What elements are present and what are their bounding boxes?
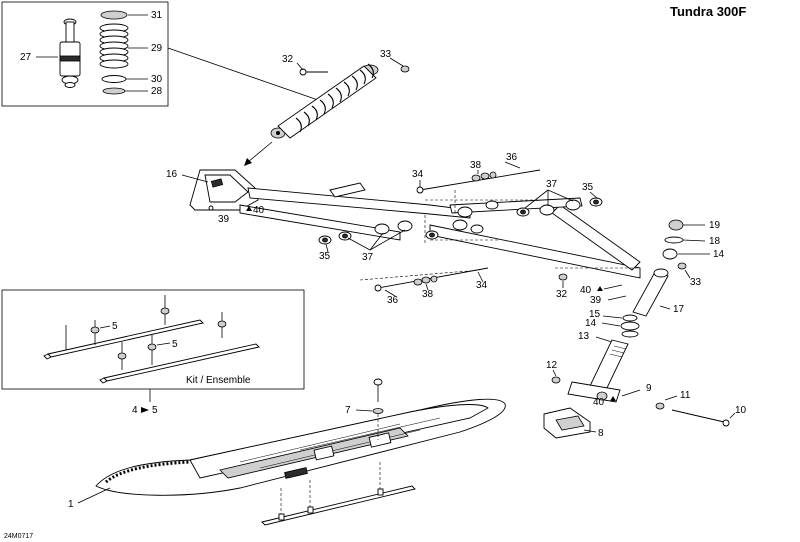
callout-32-top: 32: [282, 54, 294, 65]
callout-16: 16: [166, 169, 178, 180]
callout-35-left: 35: [319, 251, 331, 262]
callout-13: 13: [578, 331, 590, 342]
callout-10: 10: [735, 405, 747, 416]
upper-a-arm: [247, 187, 471, 219]
callout-37-left: 37: [362, 252, 374, 263]
kit-ref-target: 5: [152, 405, 158, 416]
bushings: [318, 197, 603, 245]
spindle-13: [589, 339, 629, 391]
spring-seat-30: [101, 75, 127, 83]
spindle-tube-17: [632, 271, 669, 317]
runner-under-ski: [261, 485, 416, 526]
callout-12: 12: [546, 360, 558, 371]
kit-label: Kit / Ensemble: [186, 375, 251, 386]
kit-box: [1, 289, 305, 390]
callout-34-bottom: 34: [476, 280, 488, 291]
callout-5-lower: 5: [172, 339, 178, 350]
callout-38-bottom: 38: [422, 289, 434, 300]
callout-35-right: 35: [582, 182, 594, 193]
callout-28: 28: [151, 86, 163, 97]
runner-lower: [99, 343, 260, 384]
callout-19: 19: [709, 220, 721, 231]
callout-40-bottom: 40: [593, 397, 605, 408]
callout-34-top: 34: [412, 169, 424, 180]
runner-upper: [43, 319, 204, 360]
callout-18: 18: [709, 236, 721, 247]
callout-1: 1: [68, 499, 74, 510]
spring-stopper-31: [100, 10, 128, 20]
drawing-id: 24M0717: [4, 533, 33, 540]
callout-38-top: 38: [470, 160, 482, 171]
callout-36-bottom: 36: [387, 295, 399, 306]
callout-29: 29: [151, 43, 163, 54]
ring-18: [664, 236, 684, 244]
callout-32-right: 32: [556, 289, 568, 300]
callout-33-right: 33: [690, 277, 702, 288]
bushing-14-top: [662, 248, 678, 260]
spindle-bracket-16: [189, 169, 259, 211]
callout-27: 27: [20, 52, 32, 63]
washer-28: [102, 87, 126, 95]
callout-31: 31: [151, 10, 163, 21]
callout-14-top: 14: [713, 249, 725, 260]
callout-9: 9: [646, 383, 652, 394]
shock-absorber-27: [59, 18, 81, 88]
shock-assembly: [270, 63, 379, 139]
callout-30: 30: [151, 74, 163, 85]
callout-40-right: 40: [580, 285, 592, 296]
callout-17: 17: [673, 304, 685, 315]
callout-37-right: 37: [546, 179, 558, 190]
diagram-title: Tundra 300F: [670, 4, 746, 19]
callout-40-left: 40: [253, 205, 265, 216]
callout-11: 11: [680, 390, 691, 401]
callout-39-left: 39: [218, 214, 230, 225]
callout-39-right: 39: [590, 295, 602, 306]
spring-29: [99, 23, 129, 69]
callout-8: 8: [598, 428, 604, 439]
callout-5-upper: 5: [112, 321, 118, 332]
callout-7: 7: [345, 405, 351, 416]
ski-1: [95, 398, 506, 496]
kit-ref-number: 4: [132, 405, 138, 416]
callout-33-top: 33: [380, 49, 392, 60]
callout-15: 15: [589, 309, 601, 320]
shock-inset-box: [1, 1, 169, 107]
callout-14-bottom: 14: [585, 318, 597, 329]
cap-19: [668, 219, 684, 231]
callout-36-top: 36: [506, 152, 518, 163]
